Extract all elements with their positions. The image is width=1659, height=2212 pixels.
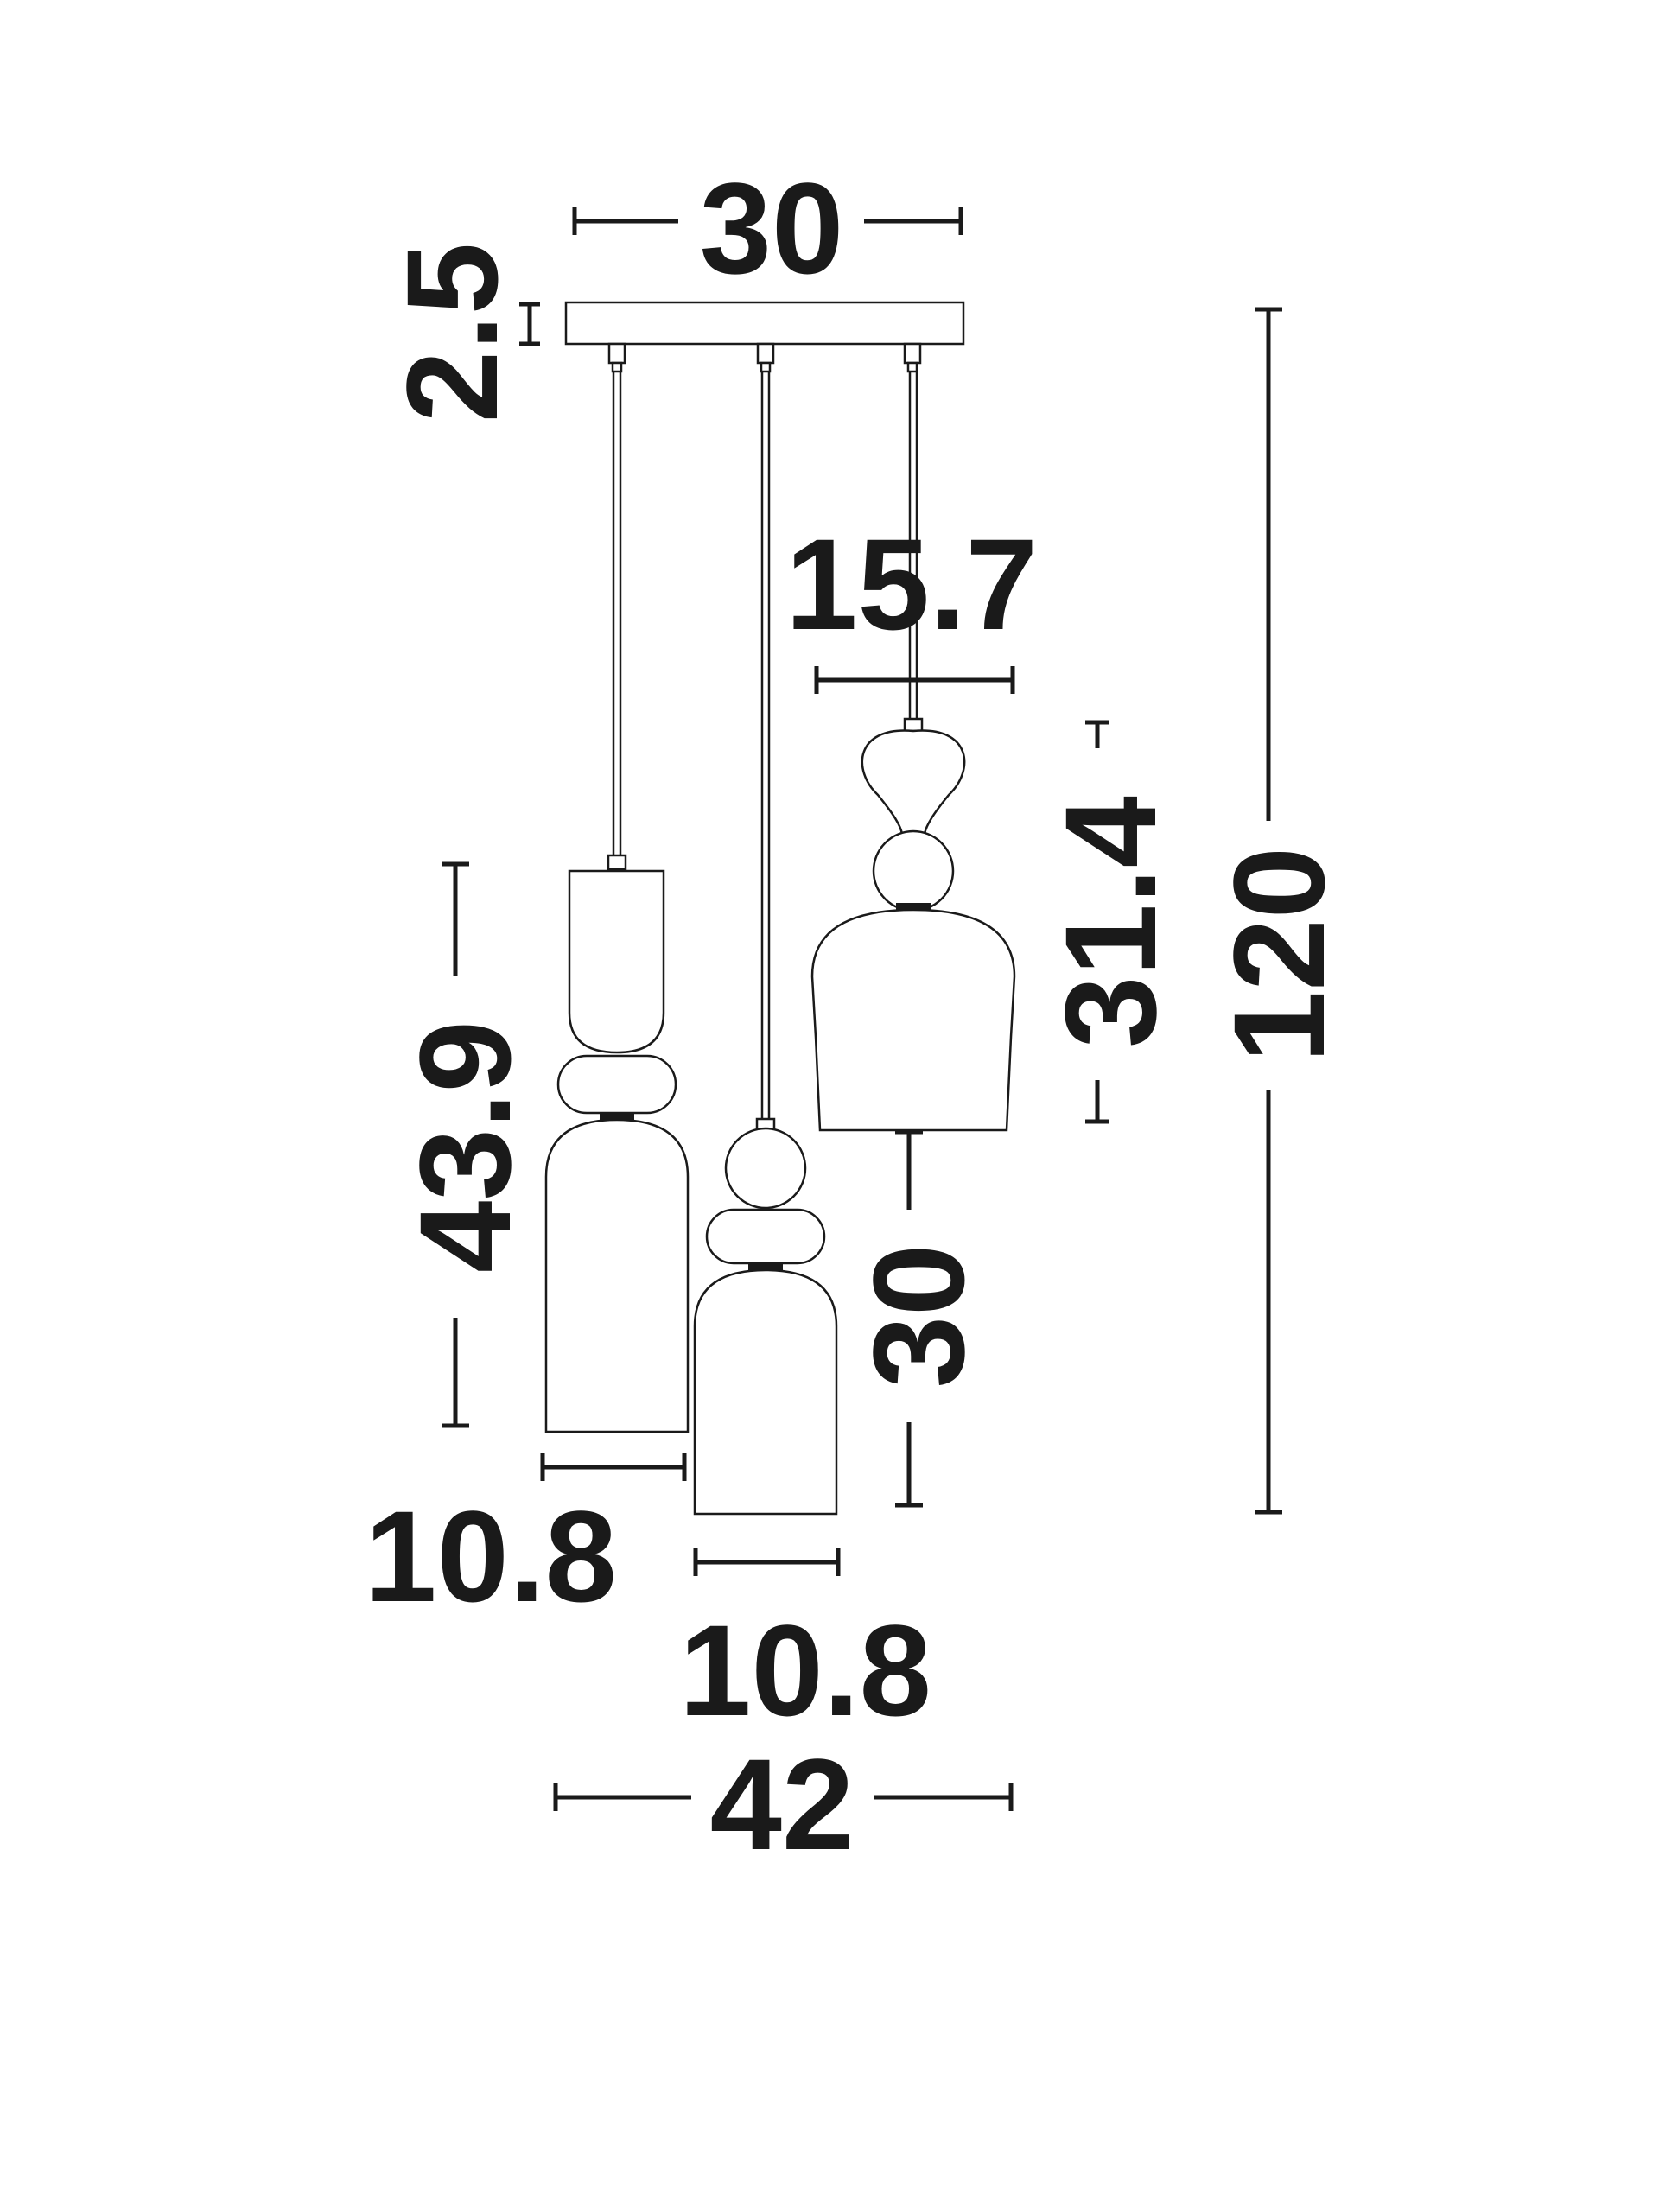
dim-left-height: 43.9 bbox=[392, 861, 537, 1428]
dim-middle-height: 30 bbox=[846, 1129, 991, 1508]
total-height-label: 120 bbox=[1206, 847, 1351, 1063]
right-diameter-label: 15.7 bbox=[785, 512, 1038, 657]
dim-middle-diameter: 10.8 bbox=[679, 1548, 931, 1743]
middle-height-label: 30 bbox=[846, 1244, 991, 1389]
dim-right-diameter: 15.7 bbox=[785, 512, 1038, 694]
left-height-label: 43.9 bbox=[392, 1020, 537, 1273]
left-diameter-label: 10.8 bbox=[365, 1484, 617, 1629]
ceiling-canopy bbox=[564, 301, 965, 373]
dim-canopy-width: 30 bbox=[572, 156, 963, 301]
dim-canopy-height: 2.5 bbox=[379, 243, 540, 423]
canopy-height-label: 2.5 bbox=[379, 243, 524, 423]
dim-total-width: 42 bbox=[553, 1732, 1014, 1877]
left-pendant bbox=[544, 854, 690, 1433]
dim-total-height: 120 bbox=[1206, 307, 1351, 1515]
middle-diameter-label: 10.8 bbox=[679, 1598, 931, 1743]
dim-left-diameter: 10.8 bbox=[365, 1453, 687, 1629]
total-width-label: 42 bbox=[710, 1732, 855, 1877]
suspension-cords bbox=[612, 372, 918, 1119]
dim-right-height: 31.4 bbox=[1038, 720, 1183, 1124]
right-height-label: 31.4 bbox=[1038, 796, 1183, 1048]
right-pendant bbox=[810, 717, 1016, 1132]
canopy-width-label: 30 bbox=[700, 156, 844, 301]
middle-pendant bbox=[693, 1117, 838, 1516]
